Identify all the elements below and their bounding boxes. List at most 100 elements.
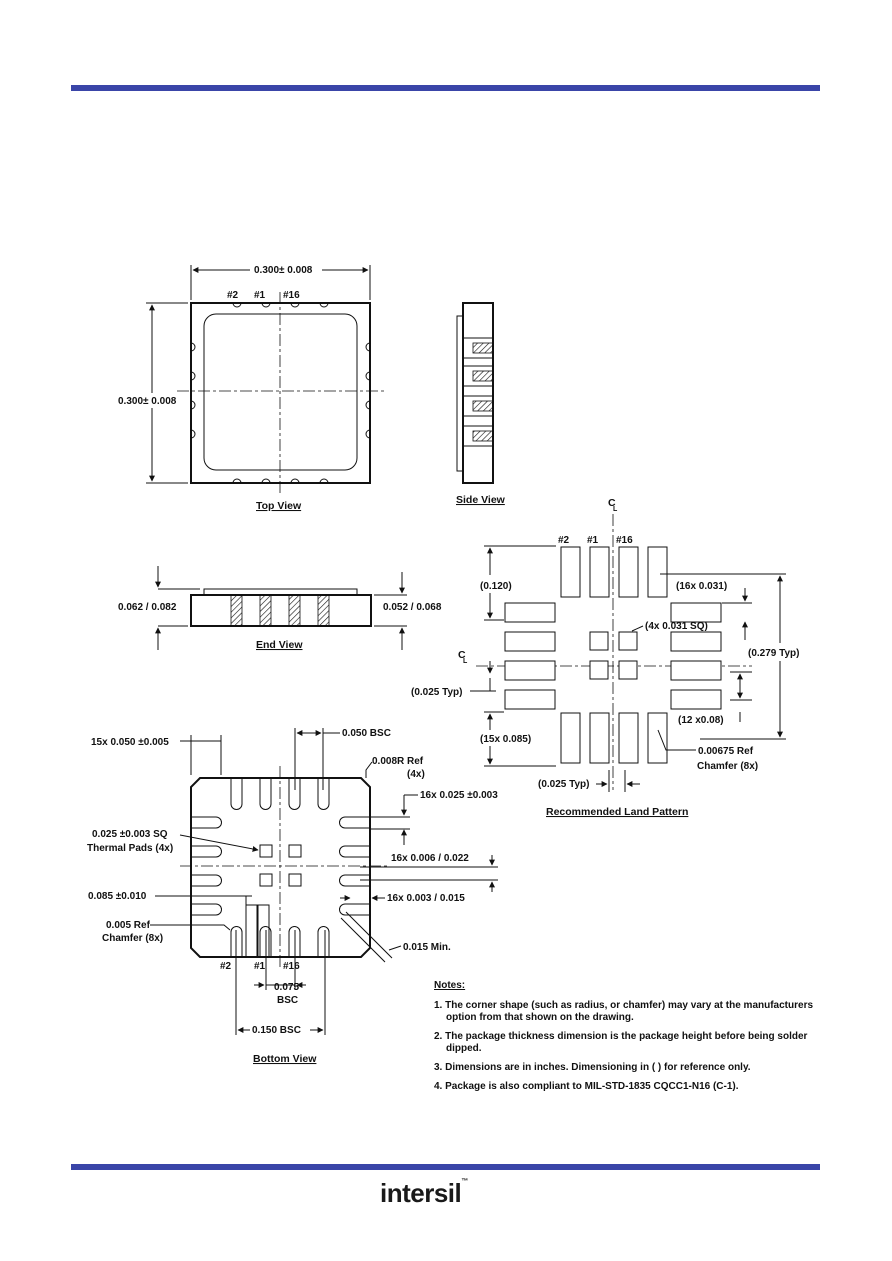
- top-view-notch: [365, 400, 371, 410]
- top-view-title: Top View: [256, 500, 302, 512]
- bottom-terminal-top: [259, 778, 272, 810]
- top-view-notch: [190, 371, 196, 381]
- land-pad-bottom: [618, 712, 639, 764]
- land-pad-bottom: [647, 712, 668, 764]
- notes-heading: Notes:: [434, 980, 466, 991]
- notes-block: Notes: 1. The corner shape (such as radi…: [434, 980, 834, 1100]
- bottom-terminal-top: [230, 778, 243, 810]
- land-thermal-pad: [618, 660, 638, 680]
- bottom-view-dim-15x0050: 15x 0.050 ±0.005: [91, 737, 169, 748]
- bottom-terminal-top: [288, 778, 301, 810]
- land-pad-top: [589, 546, 610, 598]
- top-view-notch: [319, 302, 329, 308]
- top-view-outline: [190, 302, 371, 484]
- land-pad-right: [670, 631, 722, 652]
- land-pattern-centerline-left: C: [458, 649, 466, 661]
- logo-trademark: ™: [461, 1178, 469, 1185]
- top-view-notch: [365, 371, 371, 381]
- bottom-view-dim-16x0025: 16x 0.025 ±0.003: [420, 790, 498, 801]
- bottom-rule: [71, 1164, 820, 1170]
- bottom-view-dim-0050bsc: 0.050 BSC: [342, 728, 391, 739]
- side-view: Side View: [456, 302, 506, 506]
- bottom-pin1-marker: [245, 904, 259, 958]
- note-4: 4. Package is also compliant to MIL-STD-…: [434, 1081, 739, 1092]
- bottom-view: 15x 0.050 ±0.005 0.050 BSC 0.008R Ref (4…: [87, 728, 498, 1065]
- top-view-notch: [365, 342, 371, 352]
- land-pad-right: [670, 660, 722, 681]
- intersil-logo: intersil™: [380, 1178, 515, 1208]
- bottom-view-pin-2: #2: [220, 961, 232, 972]
- land-pattern-pin-1: #1: [587, 535, 599, 546]
- top-view-width-dim: 0.300± 0.008: [254, 265, 313, 276]
- land-pattern-centerline-left-sub: L: [463, 658, 468, 665]
- bottom-view-dim-16x0003: 16x 0.003 / 0.015: [387, 893, 465, 904]
- bottom-pin1-marker: [256, 904, 270, 958]
- bottom-thermal-pad: [288, 844, 302, 858]
- land-pattern-dim-0120: (0.120): [480, 581, 512, 592]
- top-view-notch: [319, 478, 329, 484]
- bottom-view-pin-16: #16: [283, 961, 300, 972]
- top-view-notch: [261, 302, 271, 308]
- note-1: 1. The corner shape (such as radius, or …: [434, 1000, 814, 1023]
- land-pad-left: [504, 689, 556, 710]
- top-view-castellations: [190, 302, 371, 484]
- land-pattern-dim-4x0031sq: (4x 0.031 SQ): [645, 621, 708, 632]
- land-pattern: C L C L #2 #1 #16 (0.120) (16x 0.031) (4…: [411, 497, 800, 818]
- bottom-terminal-bottom: [317, 926, 330, 957]
- bottom-view-dim-0005ref: 0.005 Ref: [106, 920, 151, 931]
- top-view-notch: [190, 400, 196, 410]
- land-pattern-dim-0025-bottom: (0.025 Typ): [538, 779, 590, 790]
- top-view-notch: [190, 342, 196, 352]
- top-view-notch: [290, 478, 300, 484]
- land-pattern-dim-12x008: (12 x0.08): [678, 715, 724, 726]
- bottom-terminal-right: [339, 816, 370, 829]
- bottom-view-dim-0015: 0.015 Min.: [403, 942, 451, 953]
- top-view-pin-1: #1: [254, 290, 266, 301]
- bottom-view-dim-thermal-2: Thermal Pads (4x): [87, 843, 173, 854]
- bottom-view-dim-chamfer: Chamfer (8x): [102, 933, 163, 944]
- land-pad-right: [670, 689, 722, 710]
- top-view-pin-16: #16: [283, 290, 300, 301]
- land-pad-left: [504, 631, 556, 652]
- note-3: 3. Dimensions are in inches. Dimensionin…: [434, 1062, 751, 1073]
- bottom-thermal-pad: [259, 873, 273, 887]
- bottom-terminal-top: [317, 778, 330, 810]
- end-view-right-dim: 0.052 / 0.068: [383, 602, 442, 613]
- bottom-view-title: Bottom View: [253, 1053, 317, 1065]
- bottom-terminal-bottom: [259, 926, 272, 957]
- end-view-title: End View: [256, 639, 303, 651]
- land-pattern-centerline-top-sub: L: [613, 506, 618, 513]
- end-view-left-dim: 0.062 / 0.082: [118, 602, 177, 613]
- top-view-notch: [290, 302, 300, 308]
- bottom-terminal-bottom: [288, 926, 301, 957]
- bottom-view-dim-16x0006: 16x 0.006 / 0.022: [391, 853, 469, 864]
- bottom-view-dim-0085: 0.085 ±0.010: [88, 891, 147, 902]
- bottom-thermal-pad: [288, 873, 302, 887]
- land-thermal-pad: [589, 660, 609, 680]
- top-view: 0.300± 0.008 0.300± 0.008 #2 #1 #16 Top …: [118, 265, 384, 512]
- bottom-terminal-right: [339, 903, 370, 916]
- note-2: 2. The package thickness dimension is th…: [434, 1031, 808, 1054]
- land-pad-left: [504, 602, 556, 623]
- land-pattern-dim-0025-left: (0.025 Typ): [411, 687, 463, 698]
- top-view-lid: [203, 313, 358, 471]
- land-pattern-dim-0279: (0.279 Typ): [748, 648, 800, 659]
- bottom-view-pads: [191, 778, 370, 958]
- logo-text: intersil: [380, 1178, 462, 1208]
- top-view-notch: [232, 302, 242, 308]
- land-pattern-pin-16: #16: [616, 535, 633, 546]
- bottom-terminal-left: [191, 845, 222, 858]
- bottom-view-dim-0150: 0.150 BSC: [252, 1025, 301, 1036]
- bottom-terminal-left: [191, 903, 222, 916]
- end-view: 0.062 / 0.082 0.052 / 0.068 End View: [118, 566, 442, 651]
- top-view-notch: [261, 478, 271, 484]
- land-pattern-dim-15x0085: (15x 0.085): [480, 734, 531, 745]
- bottom-view-dim-0008r-2: (4x): [407, 769, 425, 780]
- bottom-view-dim-0075-2: BSC: [277, 995, 298, 1006]
- land-pattern-title: Recommended Land Pattern: [546, 806, 688, 818]
- top-view-notch: [232, 478, 242, 484]
- bottom-terminal-left: [191, 874, 222, 887]
- land-pad-top: [618, 546, 639, 598]
- bottom-terminal-bottom: [230, 926, 243, 957]
- land-thermal-pad: [618, 631, 638, 651]
